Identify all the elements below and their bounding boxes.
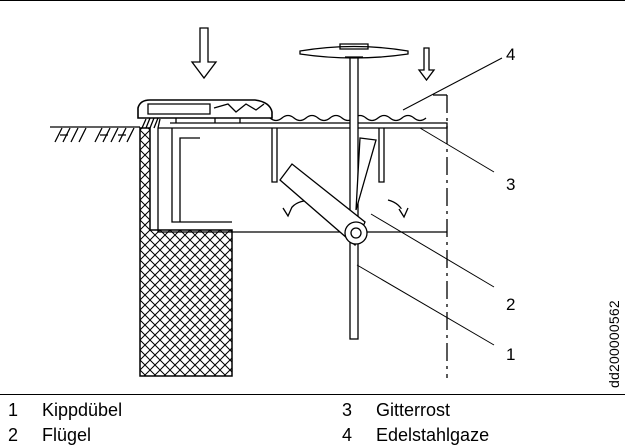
soil-hatch xyxy=(50,126,140,143)
legend-number: 3 xyxy=(342,400,353,420)
legend-item-2: 2 Flügel xyxy=(8,425,91,445)
technical-drawing xyxy=(50,27,503,378)
legend-item-4: 4 Edelstahlgaze xyxy=(342,425,489,445)
legend-label: Edelstahlgaze xyxy=(376,425,490,445)
callout-3: 3 xyxy=(506,175,516,194)
legend-item-3: 3 Gitterrost xyxy=(342,400,450,420)
leader-lines xyxy=(356,57,503,346)
grating-gitterrost xyxy=(158,122,448,129)
callout-2: 2 xyxy=(506,295,516,314)
callout-4: 4 xyxy=(506,45,516,64)
anchor-handle-disc xyxy=(299,45,409,59)
legend-number: 4 xyxy=(342,425,353,445)
toggle-wing-fluegel xyxy=(279,163,366,247)
edge-profile xyxy=(137,99,273,119)
stainless-mesh-edelstahlgaze xyxy=(257,114,427,122)
legend-label: Gitterrost xyxy=(376,400,451,420)
callout-1: 1 xyxy=(506,345,516,364)
legend-label: Flügel xyxy=(42,425,92,445)
concrete-foundation xyxy=(139,127,233,377)
load-arrow-large xyxy=(190,27,218,80)
legend-number: 2 xyxy=(8,425,19,445)
legend-number: 1 xyxy=(8,400,19,420)
load-arrow-small xyxy=(417,47,436,82)
document-id: dd200000562 xyxy=(606,300,622,388)
legend-label: Kippdübel xyxy=(42,400,123,420)
legend-item-1: 1 Kippdübel xyxy=(8,400,122,420)
diagram-frame xyxy=(0,0,625,395)
